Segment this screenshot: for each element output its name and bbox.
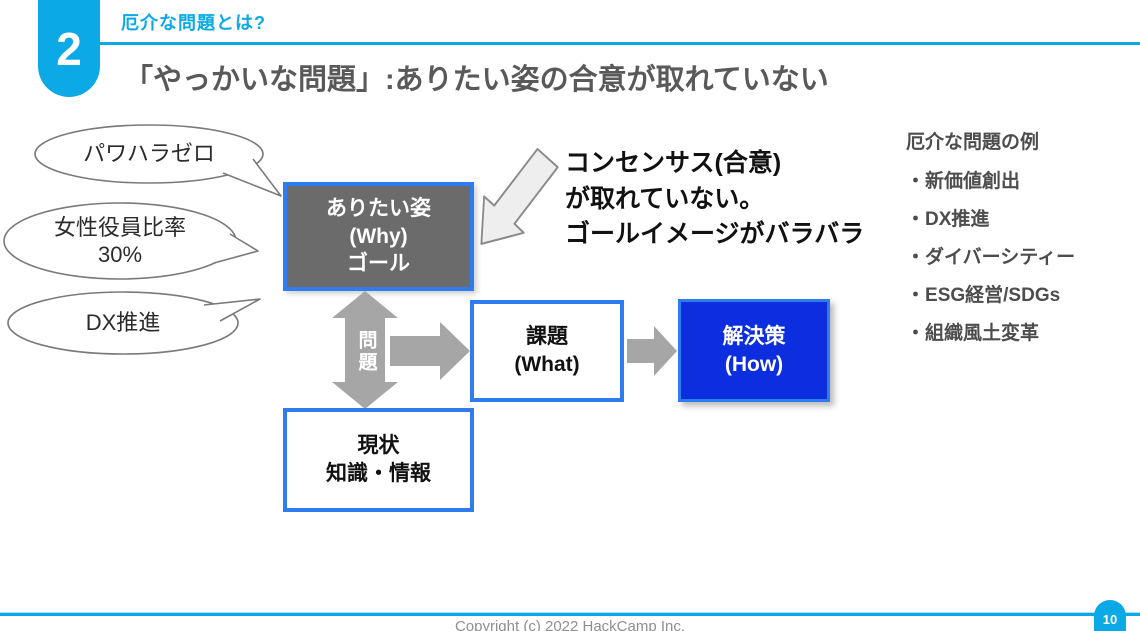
bullet-icon: ・ [906, 284, 926, 306]
bubble-text-line1: 女性役員比率 [53, 214, 186, 240]
arrow-to-solution-icon [627, 326, 677, 376]
speech-bubble-josei: 女性役員比率 30% [2, 201, 264, 286]
bubble-text: パワハラゼロ [83, 141, 215, 167]
page-title: 「やっかいな問題」:ありたい姿の合意が取れていない [124, 64, 829, 96]
bubble-text-line2: 30% [97, 242, 143, 267]
speech-bubble-icon [3, 202, 259, 280]
solution-box: 解決策 (How) [678, 299, 830, 402]
example-item: ・ダイバーシティー [906, 246, 1131, 269]
bullet-icon: ・ [906, 322, 926, 344]
examples-heading: 厄介な問題の例 [906, 132, 1040, 153]
example-text: 組織風土変革 [925, 322, 1040, 344]
page-number-badge: 10 [1094, 600, 1126, 631]
section-title: 厄介な問題とは? [121, 13, 266, 33]
examples-panel: 厄介な問題の例 ・新価値創出 ・DX推進 ・ダイバーシティー ・ESG経営/SD… [906, 127, 1131, 361]
goal-line3: ゴール [347, 252, 410, 276]
issue-box: 課題 (What) [470, 300, 624, 402]
goal-box: ありたい姿 (Why) ゴール [283, 182, 474, 291]
section-number-badge: 2 [38, 0, 100, 97]
example-text: ダイバーシティー [925, 246, 1076, 268]
page-number: 10 [1102, 612, 1118, 627]
annotation-arrow-icon [480, 148, 559, 245]
annotation-line3: ゴールイメージがバラバラ [565, 220, 865, 248]
example-text: ESG経営/SDGs [925, 284, 1061, 306]
annotation-text: コンセンサス(合意) が取れていない。 ゴールイメージがバラバラ [565, 146, 895, 253]
problem-label: 問題 [355, 330, 377, 374]
header-rule [99, 42, 1140, 45]
section-number: 2 [56, 22, 82, 75]
bubble-text: DX推進 [85, 310, 161, 336]
copyright-text: Copyright (c) 2022 HackCamp Inc. [454, 618, 686, 631]
bullet-icon: ・ [906, 171, 926, 192]
current-line2: 知識・情報 [326, 462, 431, 485]
annotation-line1: コンセンサス(合意) [565, 149, 782, 177]
speech-bubble-icon [34, 124, 282, 197]
example-text: 新価値創出 [925, 171, 1021, 192]
speech-bubble-icon [7, 291, 261, 355]
bullet-icon: ・ [906, 208, 926, 230]
current-state-box: 現状 知識・情報 [283, 408, 474, 512]
example-item: ・新価値創出 [906, 171, 1131, 193]
example-item: ・ESG経営/SDGs [906, 284, 1131, 307]
speech-bubble-dx: DX推進 [6, 289, 268, 359]
bullet-icon: ・ [906, 246, 926, 268]
solution-line1: 解決策 [722, 324, 786, 348]
goal-line2: (Why) [349, 224, 408, 248]
example-item: ・組織風土変革 [906, 322, 1131, 345]
solution-line2: (How) [724, 352, 784, 376]
arrow-to-issue-icon [390, 322, 470, 380]
current-line1: 現状 [357, 434, 400, 458]
problem-double-arrow-icon [332, 291, 398, 409]
goal-line1: ありたい姿 [326, 196, 431, 220]
issue-line2: (What) [514, 353, 580, 376]
annotation-line2: が取れていない。 [565, 184, 765, 213]
example-text: DX推進 [925, 208, 990, 230]
speech-bubble-pawahara: パワハラゼロ [33, 123, 283, 203]
example-item: ・DX推進 [906, 208, 1131, 231]
footer-rule [0, 612, 1140, 616]
issue-line1: 課題 [526, 325, 568, 349]
